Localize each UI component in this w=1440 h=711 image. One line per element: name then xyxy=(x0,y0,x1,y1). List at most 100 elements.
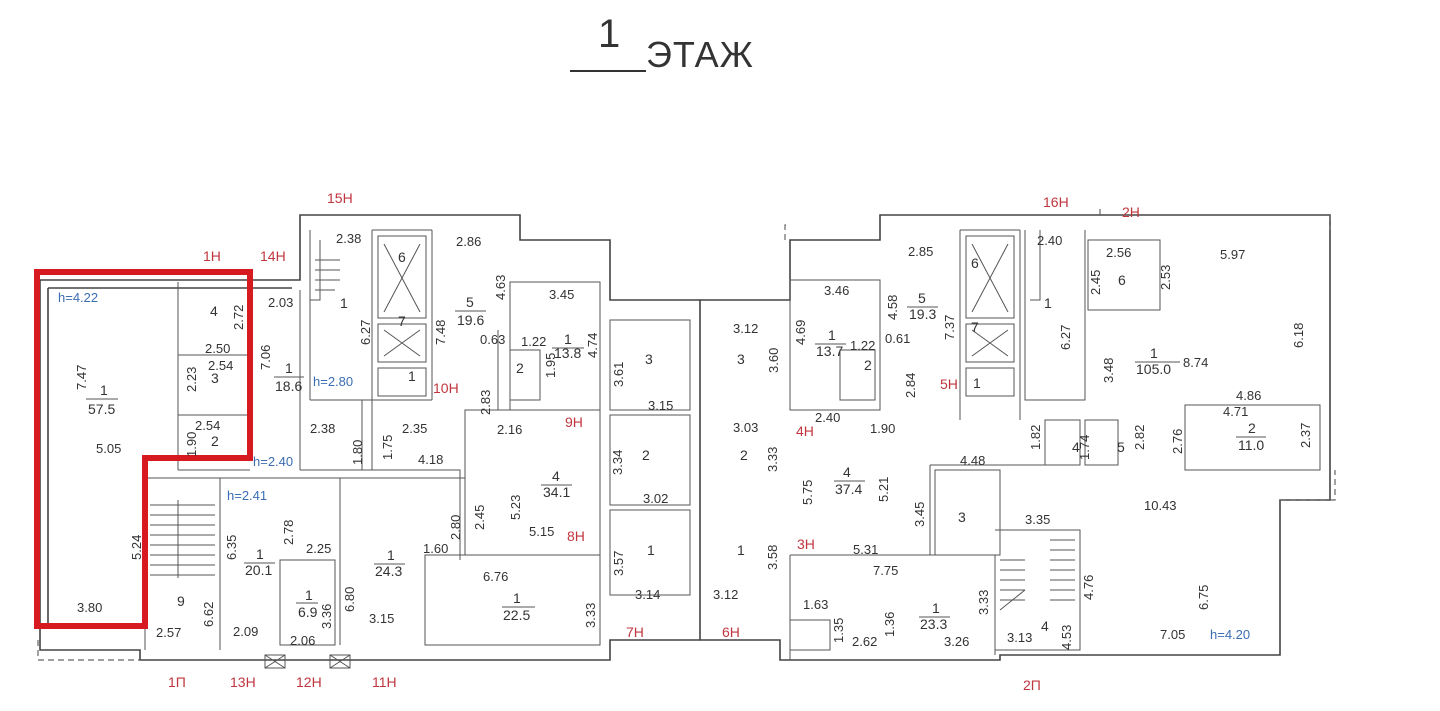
dimension: 7.06 xyxy=(258,345,273,370)
room-number: 1 xyxy=(285,360,293,376)
dimension: 2.40 xyxy=(1037,233,1062,248)
room-number: 1 xyxy=(305,587,313,603)
room-area: 6.9 xyxy=(298,604,318,620)
room-area: 20.1 xyxy=(245,562,272,578)
entrance-label: 3Н xyxy=(797,536,815,552)
dimension: 2.80 xyxy=(448,515,463,540)
dimension: 7.75 xyxy=(873,563,898,578)
dimension: 2.78 xyxy=(281,520,296,545)
room-number: 1 xyxy=(408,368,416,384)
room-number: 4 xyxy=(1072,439,1080,455)
room-number: 1 xyxy=(564,331,572,347)
dimension: 1.80 xyxy=(350,440,365,465)
room-number: 1 xyxy=(973,375,981,391)
dimension: 10.43 xyxy=(1144,498,1177,513)
dimension: 3.33 xyxy=(976,590,991,615)
room-number: 4 xyxy=(1041,618,1049,634)
dimension: 5.24 xyxy=(129,535,144,560)
dimension: 3.80 xyxy=(77,600,102,615)
dimension: 3.12 xyxy=(713,587,738,602)
room-area: 34.1 xyxy=(543,484,570,500)
room-number: 3 xyxy=(211,370,219,386)
dimension: 1.90 xyxy=(870,421,895,436)
dimension: 3.15 xyxy=(369,611,394,626)
dimension: 3.60 xyxy=(766,348,781,373)
entrance-label: 14Н xyxy=(260,248,286,264)
height-label: h=2.80 xyxy=(313,374,353,389)
dimension: 0.63 xyxy=(480,332,505,347)
dimension: 4.18 xyxy=(418,452,443,467)
room-area: 19.3 xyxy=(909,306,936,322)
entrance-label: 2Н xyxy=(1122,204,1140,220)
room-number: 4 xyxy=(210,303,218,319)
dimension: 3.58 xyxy=(765,545,780,570)
dimension: 2.86 xyxy=(456,234,481,249)
dimension: 2.23 xyxy=(184,367,199,392)
entrance-label: 13Н xyxy=(230,674,256,690)
room-area: 24.3 xyxy=(375,563,402,579)
dimension: 3.26 xyxy=(944,634,969,649)
room-area: 57.5 xyxy=(88,401,115,417)
dimension: 3.13 xyxy=(1007,630,1032,645)
room-number: 2 xyxy=(740,447,748,463)
dimension: 6.80 xyxy=(342,587,357,612)
dimension: 5.31 xyxy=(853,542,878,557)
dimension: 2.40 xyxy=(815,410,840,425)
dimension: 2.54 xyxy=(195,418,220,433)
dimension: 4.86 xyxy=(1236,388,1261,403)
dimension: 1.60 xyxy=(423,541,448,556)
room-number: 6 xyxy=(398,249,406,265)
dimension: 4.58 xyxy=(885,295,900,320)
dimension: 5.23 xyxy=(508,495,523,520)
room-number: 3 xyxy=(737,351,745,367)
dimension: 8.74 xyxy=(1183,355,1208,370)
dimension: 2.25 xyxy=(306,541,331,556)
floor-title: 1 ЭТАЖ xyxy=(568,12,768,75)
dimension: 2.62 xyxy=(852,634,877,649)
room-number: 1 xyxy=(1044,295,1052,311)
room-area: 13.7 xyxy=(816,343,843,359)
dimension: 2.38 xyxy=(310,421,335,436)
dimension: 4.53 xyxy=(1059,625,1074,650)
entrance-label: 15Н xyxy=(327,190,353,206)
dimension: 2.37 xyxy=(1298,423,1313,448)
dimension: 3.45 xyxy=(549,287,574,302)
room-number: 2 xyxy=(516,360,524,376)
dimension: 1.63 xyxy=(803,597,828,612)
room-number: 1 xyxy=(828,327,836,343)
dimension: 3.48 xyxy=(1101,358,1116,383)
dimension: 6.76 xyxy=(483,569,508,584)
dimension: 2.03 xyxy=(268,295,293,310)
dimension: 2.45 xyxy=(1088,270,1103,295)
height-label: h=4.22 xyxy=(58,290,98,305)
dimension: 5.97 xyxy=(1220,247,1245,262)
dimension: 2.50 xyxy=(205,341,230,356)
dimension: 4.76 xyxy=(1081,575,1096,600)
dimension: 2.57 xyxy=(156,625,181,640)
room-area: 11.0 xyxy=(1238,437,1264,453)
dimension: 6.27 xyxy=(358,320,373,345)
dimension: 2.82 xyxy=(1132,425,1147,450)
dimension: 3.36 xyxy=(319,604,334,629)
dimension: 2.83 xyxy=(478,390,493,415)
dimension: 3.34 xyxy=(610,450,625,475)
selected-unit-outline xyxy=(34,269,253,629)
floor-number: 1 xyxy=(598,12,621,56)
dimension: 2.54 xyxy=(208,358,233,373)
labels: h=4.22 h=2.40 h=2.41 h=2.80 h=4.20 1Н 14… xyxy=(58,190,1313,693)
entrance-label: 1П xyxy=(168,674,186,690)
dimension: 2.56 xyxy=(1106,245,1131,260)
dimension: 3.33 xyxy=(765,447,780,472)
entrance-label: 11Н xyxy=(372,674,397,690)
dimension: 2.38 xyxy=(336,231,361,246)
dimension: 3.15 xyxy=(648,398,673,413)
right-block-walls xyxy=(700,205,1336,661)
room-number: 5 xyxy=(466,294,474,310)
dimension: 4.69 xyxy=(793,320,808,345)
area-fraction-bars xyxy=(86,306,1266,618)
room-number: 2 xyxy=(211,433,219,449)
entrance-label: 2П xyxy=(1023,677,1041,693)
entrance-label: 6Н xyxy=(722,624,740,640)
room-number: 2 xyxy=(864,357,872,373)
dimension: 3.02 xyxy=(643,491,668,506)
